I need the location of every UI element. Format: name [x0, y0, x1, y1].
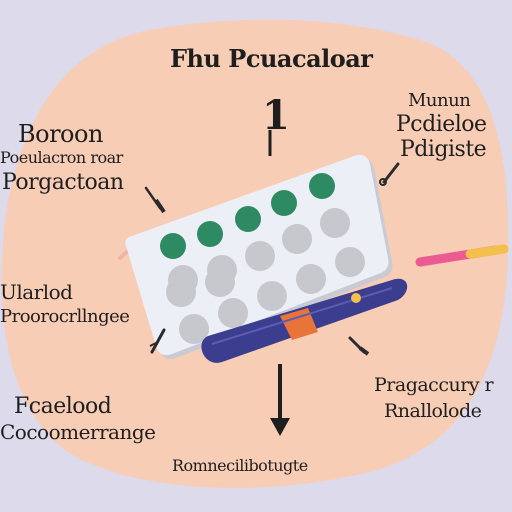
label-mid-right-1: Pragaccury r — [374, 374, 494, 396]
label-bottom-left-2: Cocoomerrange — [0, 420, 156, 444]
label-bottom-left-1: Fcaelood — [14, 394, 112, 419]
label-top-right-1: Munun — [408, 90, 471, 111]
label-top-left-3: Porgactoan — [2, 170, 124, 195]
label-top-right-2: Pcdieloe — [396, 112, 487, 137]
pen-icon — [149, 328, 166, 354]
device-icon — [201, 278, 408, 363]
applicator-icon — [415, 244, 509, 267]
label-mid-left-1: Ularlod — [0, 280, 73, 304]
arrow-down-icon — [270, 364, 290, 436]
label-mid-right-2: Rnallolode — [384, 400, 482, 422]
label-mid-left-2: Proorocrllngee — [0, 306, 130, 327]
pill-pack-icon — [125, 154, 393, 360]
label-bottom: Romnecilibotugte — [172, 456, 308, 475]
pen-icon — [144, 186, 166, 214]
title: Fhu Pcuacaloar — [170, 44, 373, 73]
label-top-left-1: Boroon — [18, 120, 103, 148]
label-top-left-2: Poeulacron roar — [0, 148, 123, 167]
pen-icon — [348, 336, 370, 356]
pen-icon — [379, 162, 400, 186]
label-top-right-3: Pdigiste — [400, 137, 487, 162]
center-number: 1 — [262, 92, 290, 139]
